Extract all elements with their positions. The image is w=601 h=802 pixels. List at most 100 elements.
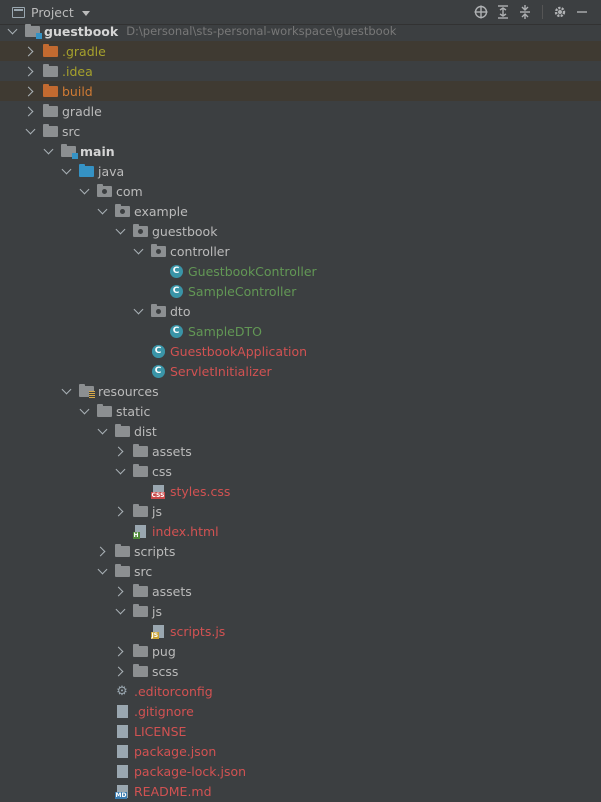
- gear-icon[interactable]: [549, 1, 571, 23]
- tree-row[interactable]: .idea: [0, 61, 601, 81]
- tree-row[interactable]: .gradle: [0, 41, 601, 61]
- tree-row[interactable]: build: [0, 81, 601, 101]
- tree-row[interactable]: resources: [0, 381, 601, 401]
- tree-row[interactable]: js: [0, 601, 601, 621]
- minimize-icon[interactable]: [571, 1, 593, 23]
- tree-row[interactable]: guestbook: [0, 221, 601, 241]
- tree-row[interactable]: package.json: [0, 741, 601, 761]
- html-file-icon: H: [132, 524, 148, 539]
- folder-icon: [96, 403, 112, 418]
- package-icon: [96, 183, 112, 198]
- tree-row[interactable]: src: [0, 561, 601, 581]
- chevron-down-icon[interactable]: [78, 184, 90, 197]
- chevron-right-icon[interactable]: [113, 505, 126, 517]
- tree-item-label: gradle: [62, 103, 102, 119]
- tree-row[interactable]: dto: [0, 301, 601, 321]
- tree-row[interactable]: dist: [0, 421, 601, 441]
- json-file-icon: [114, 764, 130, 778]
- tree-item-label: dto: [170, 303, 191, 319]
- tree-row[interactable]: src: [0, 121, 601, 141]
- tree-row[interactable]: package-lock.json: [0, 761, 601, 781]
- chevron-right-icon[interactable]: [113, 585, 126, 597]
- tree-row[interactable]: scss: [0, 661, 601, 681]
- tree-row[interactable]: assets: [0, 441, 601, 461]
- js-file-icon: JS: [150, 624, 166, 639]
- tree-item-label: GuestbookController: [188, 263, 317, 279]
- tree-row[interactable]: scripts: [0, 541, 601, 561]
- tree-item-label: js: [152, 603, 162, 619]
- tree-item-label: js: [152, 503, 162, 519]
- chevron-down-icon[interactable]: [78, 404, 90, 417]
- chevron-right-icon[interactable]: [95, 545, 108, 557]
- editorconfig-gear-icon: ⚙: [116, 683, 128, 699]
- project-tool-window-header: Project: [0, 0, 601, 25]
- folder-icon: [132, 443, 148, 458]
- chevron-right-icon[interactable]: [23, 45, 36, 57]
- collapse-all-icon[interactable]: [514, 1, 536, 23]
- tree-row[interactable]: gradle: [0, 101, 601, 121]
- java-class-icon: C: [168, 284, 184, 298]
- chevron-down-icon[interactable]: [60, 164, 72, 177]
- tree-row[interactable]: main: [0, 141, 601, 161]
- chevron-down-icon[interactable]: [114, 464, 126, 477]
- folder-icon: [114, 563, 130, 578]
- tree-row[interactable]: java: [0, 161, 601, 181]
- chevron-right-icon[interactable]: [23, 65, 36, 77]
- tree-row[interactable]: com: [0, 181, 601, 201]
- tree-row[interactable]: .gitignore: [0, 701, 601, 721]
- excluded-folder-icon: [42, 83, 58, 98]
- chevron-down-icon[interactable]: [60, 384, 72, 397]
- tree-row[interactable]: static: [0, 401, 601, 421]
- expand-all-icon[interactable]: [492, 1, 514, 23]
- chevron-down-icon[interactable]: [96, 204, 108, 217]
- tree-item-label: guestbook: [152, 223, 218, 239]
- tree-item-label: guestbook: [44, 23, 119, 39]
- chevron-right-icon[interactable]: [113, 665, 126, 677]
- chevron-down-icon[interactable]: [132, 304, 144, 317]
- tree-row[interactable]: pug: [0, 641, 601, 661]
- tree-row[interactable]: css: [0, 461, 601, 481]
- tree-item-label: assets: [152, 443, 192, 459]
- chevron-down-icon[interactable]: [114, 224, 126, 237]
- tree-item-label: com: [116, 183, 143, 199]
- tree-item-label: src: [62, 123, 81, 139]
- view-selector[interactable]: Project: [0, 5, 470, 20]
- chevron-down-icon[interactable]: [96, 424, 108, 437]
- chevron-down-icon[interactable]: [96, 564, 108, 577]
- chevron-down-icon[interactable]: [114, 604, 126, 617]
- tree-row[interactable]: example: [0, 201, 601, 221]
- json-file-icon: [114, 744, 130, 758]
- tree-item-label: scripts: [134, 543, 176, 559]
- chevron-down-icon[interactable]: [132, 244, 144, 257]
- chevron-down-icon[interactable]: [81, 10, 90, 16]
- chevron-right-icon[interactable]: [23, 105, 36, 117]
- chevron-down-icon[interactable]: [6, 24, 18, 37]
- tree-item-label: index.html: [152, 523, 219, 539]
- tree-row[interactable]: assets: [0, 581, 601, 601]
- chevron-right-icon[interactable]: [113, 645, 126, 657]
- tree-row[interactable]: ⚙ .editorconfig: [0, 681, 601, 701]
- tree-item-label: resources: [98, 383, 159, 399]
- chevron-right-icon[interactable]: [23, 85, 36, 97]
- tree-row[interactable]: controller: [0, 241, 601, 261]
- markdown-file-icon: MD: [114, 784, 130, 799]
- tree-item-label: .editorconfig: [134, 683, 213, 699]
- chevron-right-icon[interactable]: [113, 445, 126, 457]
- chevron-down-icon[interactable]: [24, 124, 36, 137]
- tree-row[interactable]: LICENSE: [0, 721, 601, 741]
- tree-item-label: styles.css: [170, 483, 231, 499]
- tree-row[interactable]: js: [0, 501, 601, 521]
- chevron-down-icon[interactable]: [42, 144, 54, 157]
- crosshair-icon[interactable]: [470, 1, 492, 23]
